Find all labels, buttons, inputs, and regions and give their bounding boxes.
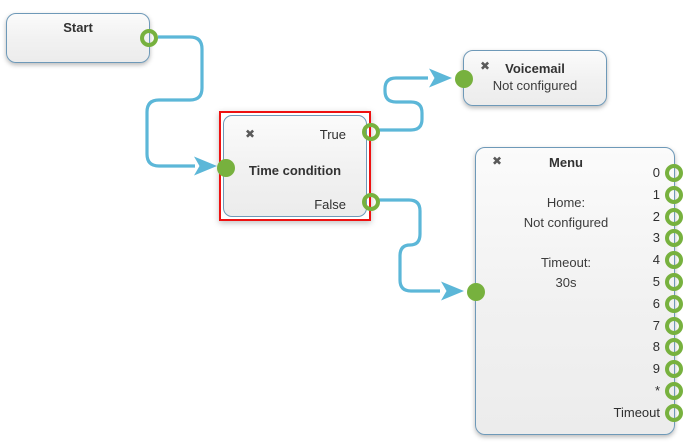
output-port-ring-icon xyxy=(665,404,683,422)
time-condition-true-port[interactable] xyxy=(362,123,380,141)
menu-home-value: Not configured xyxy=(523,215,609,230)
output-label-true: True xyxy=(319,127,346,142)
node-start-title: Start xyxy=(63,20,93,35)
menu-input-port[interactable] xyxy=(467,283,485,301)
arrowhead-timecondition xyxy=(194,156,217,176)
node-voicemail-title: Voicemail xyxy=(505,61,565,76)
menu-port-5[interactable]: 5 xyxy=(653,273,683,291)
node-menu-title: Menu xyxy=(549,155,583,170)
arrowhead-menu xyxy=(441,281,464,301)
output-label-false: False xyxy=(314,197,346,212)
output-port-ring-icon xyxy=(665,295,683,313)
output-port-ring-icon xyxy=(665,338,683,356)
arrowhead-voicemail xyxy=(429,68,452,88)
menu-port-0[interactable]: 0 xyxy=(653,164,683,182)
node-time-condition-title: Time condition xyxy=(248,163,342,178)
menu-port-7[interactable]: 7 xyxy=(653,317,683,335)
node-menu-body: Home: Not configured Timeout: 30s xyxy=(476,193,656,293)
menu-port-6[interactable]: 6 xyxy=(653,295,683,313)
output-port-ring-icon xyxy=(362,193,380,211)
menu-port-1[interactable]: 1 xyxy=(653,186,683,204)
connection-start-to-timecondition[interactable] xyxy=(145,35,204,168)
output-port-ring-icon xyxy=(665,317,683,335)
output-port-ring-icon xyxy=(140,29,158,47)
output-port-ring-icon xyxy=(665,382,683,400)
node-menu[interactable]: ✖ Menu Home: Not configured Timeout: 30s… xyxy=(467,147,683,435)
output-port-ring-icon xyxy=(665,251,683,269)
close-icon[interactable]: ✖ xyxy=(479,59,491,73)
menu-port-timeout[interactable]: Timeout xyxy=(614,404,683,422)
menu-timeout-value: 30s xyxy=(555,275,577,290)
output-port-ring-icon xyxy=(665,208,683,226)
close-icon[interactable]: ✖ xyxy=(491,154,503,168)
close-icon[interactable]: ✖ xyxy=(244,127,256,141)
node-voicemail-status: Not configured xyxy=(492,78,578,93)
menu-port-8[interactable]: 8 xyxy=(653,338,683,356)
menu-spacer xyxy=(476,233,656,253)
menu-home-label: Home: xyxy=(546,195,586,210)
selection-rectangle: ✖ True Time condition False xyxy=(217,111,380,221)
time-condition-input-port[interactable] xyxy=(217,159,235,177)
node-time-condition[interactable]: ✖ True Time condition False xyxy=(223,115,367,217)
start-output-port[interactable] xyxy=(140,29,158,47)
menu-timeout-label: Timeout: xyxy=(540,255,592,270)
output-port-ring-icon xyxy=(665,229,683,247)
time-condition-false-port[interactable] xyxy=(362,193,380,211)
menu-port-4[interactable]: 4 xyxy=(653,251,683,269)
connection-true-to-voicemail[interactable] xyxy=(377,76,428,132)
menu-port-3[interactable]: 3 xyxy=(653,229,683,247)
output-port-ring-icon xyxy=(665,186,683,204)
node-start[interactable]: Start xyxy=(6,13,158,63)
menu-port-2[interactable]: 2 xyxy=(653,208,683,226)
output-port-ring-icon xyxy=(665,360,683,378)
output-port-ring-icon xyxy=(665,273,683,291)
connection-false-to-menu[interactable] xyxy=(377,198,440,293)
menu-port-9[interactable]: 9 xyxy=(653,360,683,378)
output-port-ring-icon xyxy=(665,164,683,182)
node-voicemail[interactable]: ✖ Voicemail Not configured xyxy=(455,50,607,106)
menu-port-star[interactable]: * xyxy=(655,382,683,400)
output-port-ring-icon xyxy=(362,123,380,141)
voicemail-input-port[interactable] xyxy=(455,70,473,88)
